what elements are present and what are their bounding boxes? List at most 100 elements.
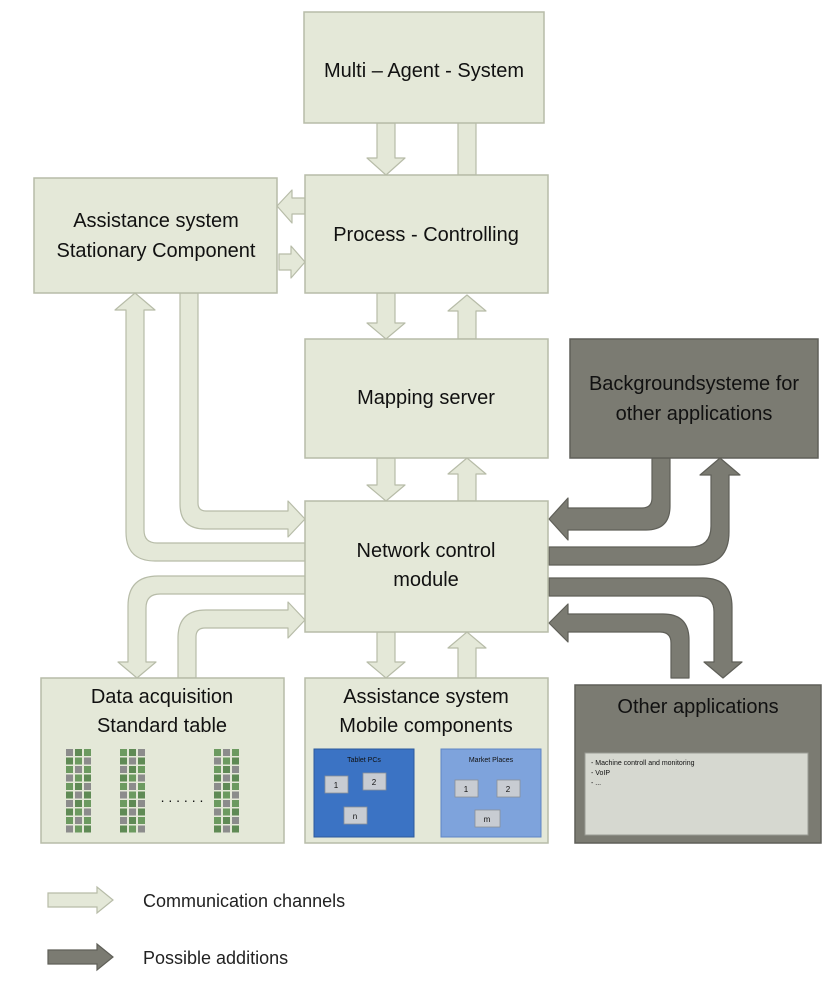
rack-cell [66, 800, 73, 807]
arrow-network-to-stationary [114, 292, 306, 562]
mobile-components-label-line1: Assistance system [343, 686, 509, 708]
other-applications-label: Other applications [617, 696, 778, 718]
rack-cell [129, 825, 136, 833]
rack-cell [223, 783, 230, 790]
market-item-1-label: 1 [464, 785, 469, 794]
rack-cell [129, 766, 136, 773]
arrow-mapping-to-network [366, 457, 406, 502]
rack-cell [232, 791, 239, 799]
rack-cell [214, 808, 221, 816]
tablet-item-2-label: 2 [372, 778, 377, 787]
arrow-process-to-stationary [276, 189, 306, 224]
rack-cell [232, 817, 239, 824]
tablet-item-n [343, 806, 368, 825]
other-apps-item-2: - VoIP [591, 770, 610, 777]
rack-cell [223, 800, 230, 807]
rack-cell [232, 774, 239, 782]
rack-cell [120, 825, 127, 833]
arrow-stationary-to-process [278, 245, 306, 279]
rack-cell [75, 757, 82, 765]
tablet-item-2 [362, 772, 387, 791]
background-systems-label-line1: Backgroundsysteme for [589, 373, 799, 395]
rack-cell [129, 774, 136, 782]
assistance-stationary-label-line1: Assistance system [73, 210, 239, 232]
market-item-2-label: 2 [506, 785, 511, 794]
assistance-stationary-label-line2: Stationary Component [56, 240, 255, 262]
mas-box: Multi – Agent - System [303, 11, 545, 124]
assistance-stationary-box: Assistance system Stationary Component [33, 177, 278, 294]
mobile-components-box: Assistance system Mobile components Tabl… [304, 677, 549, 844]
data-acquisition-ellipsis: . . . . . . [161, 789, 204, 805]
arrow-background-to-network [548, 457, 671, 541]
rack-cell [66, 825, 73, 833]
market-item-m [474, 809, 501, 828]
rack-cell [214, 791, 221, 799]
mobile-components-label-line2: Mobile components [339, 715, 512, 737]
rack-cell [84, 783, 91, 790]
rack-cell [120, 808, 127, 816]
other-applications-list-panel [584, 752, 809, 836]
rack-cell [120, 783, 127, 790]
background-systems-label-line2: other applications [616, 403, 773, 425]
rack-cell [66, 757, 73, 765]
rack-cell [66, 808, 73, 816]
rack-cell [75, 774, 82, 782]
rack-cell [138, 817, 145, 824]
rack-cell [138, 749, 145, 756]
legend-communication-label: Communication channels [143, 891, 345, 911]
network-control-box: Network control module [304, 500, 549, 633]
rack-cell [214, 757, 221, 765]
rack-cell [129, 757, 136, 765]
arrow-mobile-to-network [447, 631, 487, 679]
rack-cell [120, 749, 127, 756]
rack-cell [223, 825, 230, 833]
arrow-network-to-dataacq [117, 575, 306, 679]
arrow-network-to-otherapps [548, 577, 743, 679]
network-control-label-line1: Network control [357, 540, 496, 562]
rack-cell [232, 800, 239, 807]
rack-cell [214, 774, 221, 782]
tablet-item-1-label: 1 [334, 781, 339, 790]
rack-cell [223, 766, 230, 773]
rack-cell [138, 791, 145, 799]
rack-cell [138, 774, 145, 782]
tablet-item-n-label: n [353, 812, 357, 821]
rack-cell [84, 791, 91, 799]
rack-cell [223, 749, 230, 756]
rack-cell [66, 791, 73, 799]
rack-cell [223, 808, 230, 816]
arrow-mas-to-process [366, 122, 406, 176]
legend-additions-arrow [47, 942, 114, 972]
rack-cell [66, 774, 73, 782]
rack-cell [66, 783, 73, 790]
market-item-2 [496, 779, 521, 798]
rack-cell [84, 808, 91, 816]
arrow-network-to-mapping [447, 457, 487, 502]
tablet-item-1 [324, 775, 349, 794]
data-acquisition-label-line2: Standard table [97, 715, 227, 737]
rack-cell [84, 817, 91, 824]
other-apps-item-3: - ... [591, 780, 601, 787]
standard-table-racks [66, 749, 239, 833]
rack-cell [129, 783, 136, 790]
rack-cell [232, 766, 239, 773]
other-apps-item-1: - Machine controll and monitoring [591, 760, 695, 767]
rack-cell [75, 791, 82, 799]
rack-cell [75, 825, 82, 833]
rack-cell [66, 766, 73, 773]
background-systems-box: Backgroundsysteme for other applications [569, 338, 819, 459]
mapping-server-label: Mapping server [357, 387, 495, 409]
rack-cell [75, 749, 82, 756]
rack-cell [214, 783, 221, 790]
rack-cell [129, 817, 136, 824]
rack-cell [232, 783, 239, 790]
rack-cell [138, 766, 145, 773]
arrow-otherapps-to-network [548, 603, 690, 679]
rack-cell [138, 757, 145, 765]
rack-cell [84, 774, 91, 782]
rack-cell [138, 800, 145, 807]
rack-cell [232, 808, 239, 816]
rack-cell [138, 808, 145, 816]
rack-cell [232, 825, 239, 833]
rack-cell [223, 817, 230, 824]
